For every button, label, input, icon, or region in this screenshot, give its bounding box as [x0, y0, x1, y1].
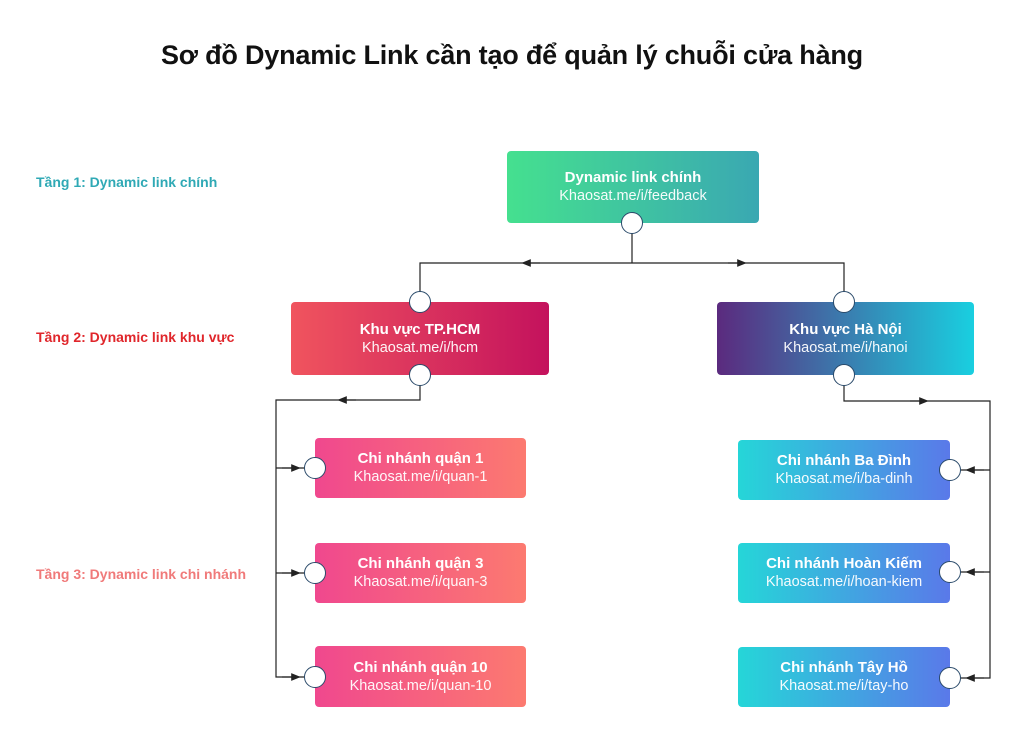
- diagram-title: Sơ đồ Dynamic Link cần tạo để quản lý ch…: [161, 40, 863, 70]
- node-url: Khaosat.me/i/feedback: [559, 188, 707, 204]
- node-branch-quan-3: Chi nhánh quận 3 Khaosat.me/i/quan-3: [315, 543, 526, 603]
- node-url: Khaosat.me/i/hoan-kiem: [765, 574, 923, 590]
- node-title: Chi nhánh Tây Hồ: [780, 659, 908, 676]
- node-region-hcm: Khu vực TP.HCM Khaosat.me/i/hcm: [291, 302, 549, 375]
- node-branch-hoan-kiem: Chi nhánh Hoàn Kiếm Khaosat.me/i/hoan-ki…: [738, 543, 950, 603]
- node-url: Khaosat.me/i/hanoi: [783, 339, 908, 356]
- node-url: Khaosat.me/i/quan-3: [353, 574, 488, 590]
- node-url: Khaosat.me/i/quan-10: [349, 677, 492, 694]
- node-region-hanoi: Khu vực Hà Nội Khaosat.me/i/hanoi: [717, 302, 974, 375]
- tier-1-label: Tầng 1: Dynamic link chính: [36, 174, 218, 190]
- node-main-link: Dynamic link chính Khaosat.me/i/feedback: [507, 151, 759, 223]
- node-branch-quan-1: Chi nhánh quận 1 Khaosat.me/i/quan-1: [315, 438, 526, 498]
- tier-2-label: Tầng 2: Dynamic link khu vực: [36, 329, 235, 345]
- node-title: Khu vực TP.HCM: [359, 320, 481, 338]
- link-hcm-to-branches: [275, 375, 421, 678]
- node-url: Khaosat.me/i/tay-ho: [779, 678, 909, 694]
- node-branch-ba-dinh: Chi nhánh Ba Đình Khaosat.me/i/ba-dinh: [738, 440, 950, 500]
- node-url: Khaosat.me/i/hcm: [361, 339, 479, 356]
- node-title: Chi nhánh Hoàn Kiếm: [766, 555, 922, 572]
- node-title: Chi nhánh quận 10: [353, 658, 488, 676]
- node-title: Chi nhánh quận 1: [357, 450, 484, 467]
- node-branch-quan-10: Chi nhánh quận 10 Khaosat.me/i/quan-10: [315, 646, 526, 707]
- node-title: Chi nhánh Ba Đình: [776, 452, 912, 469]
- link-hanoi-to-branches: [843, 375, 991, 679]
- node-branch-tay-ho: Chi nhánh Tây Hồ Khaosat.me/i/tay-ho: [738, 647, 950, 707]
- link-main-to-regions: [419, 223, 845, 302]
- node-url: Khaosat.me/i/quan-1: [353, 469, 488, 485]
- tier-3-label: Tầng 3: Dynamic link chi nhánh: [36, 566, 247, 582]
- node-title: Khu vực Hà Nội: [789, 320, 902, 338]
- node-title: Dynamic link chính: [564, 169, 702, 186]
- node-url: Khaosat.me/i/ba-dinh: [775, 471, 913, 487]
- node-title: Chi nhánh quận 3: [357, 555, 484, 572]
